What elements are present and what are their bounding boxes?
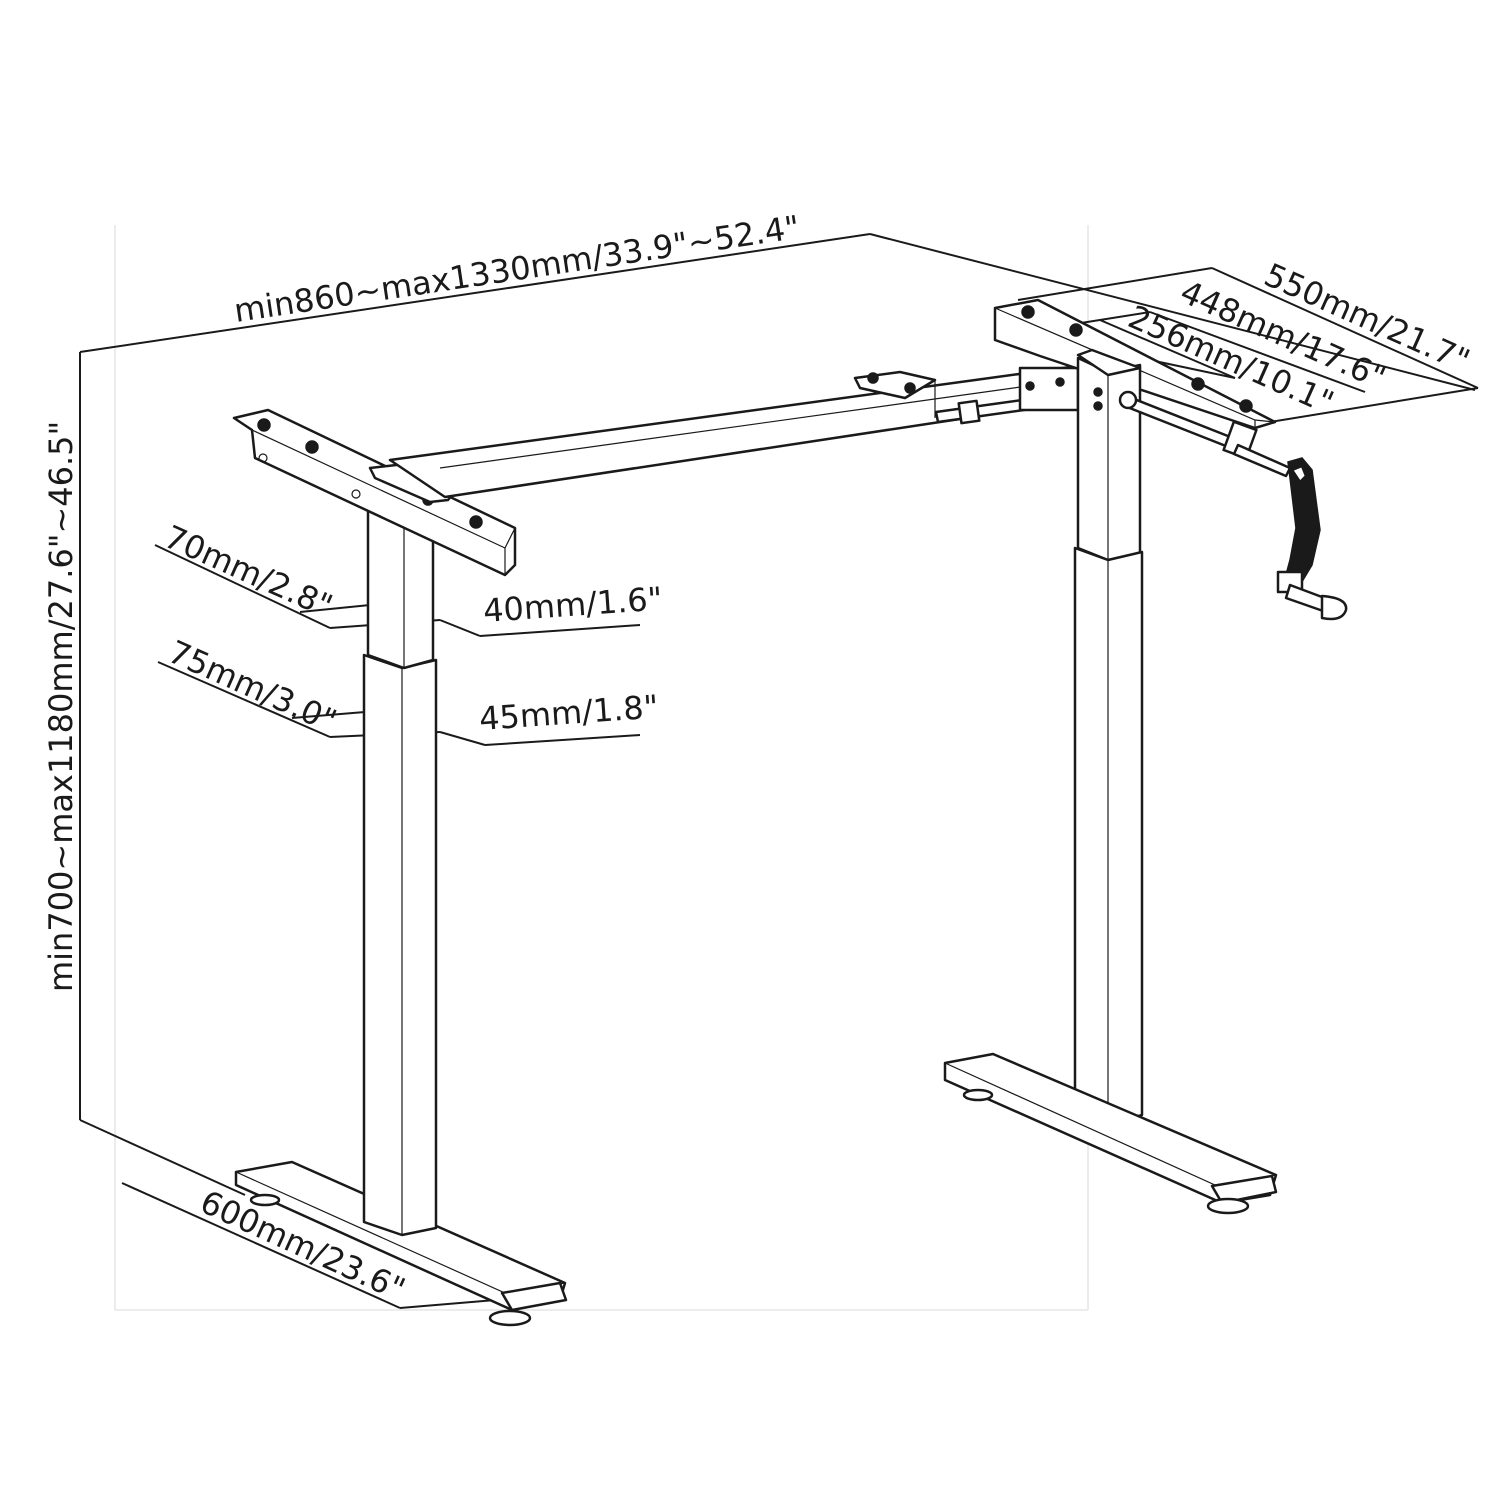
left-leg <box>362 503 438 1237</box>
dimension-lines <box>79 233 1479 1309</box>
outer-column-width-label: 40mm/1.6" <box>482 580 664 630</box>
inner-column-width-label: 45mm/1.8" <box>478 688 660 738</box>
outer-column-depth-label: 70mm/2.8" <box>159 518 338 626</box>
inner-column-depth-label: 75mm/3.0" <box>163 633 342 741</box>
dimension-labels: min860~max1330mm/33.9"~52.4" min700~max1… <box>42 208 1475 1309</box>
cross-beam <box>388 363 1087 499</box>
width-range-label: min860~max1330mm/33.9"~52.4" <box>232 208 803 330</box>
right-foot <box>943 1052 1278 1215</box>
hand-crank <box>1118 390 1348 621</box>
height-range-label: min700~max1180mm/27.6"~46.5" <box>42 421 80 992</box>
right-leg <box>1073 348 1144 1127</box>
right-top-bracket <box>993 298 1277 430</box>
left-foot <box>234 1160 568 1327</box>
